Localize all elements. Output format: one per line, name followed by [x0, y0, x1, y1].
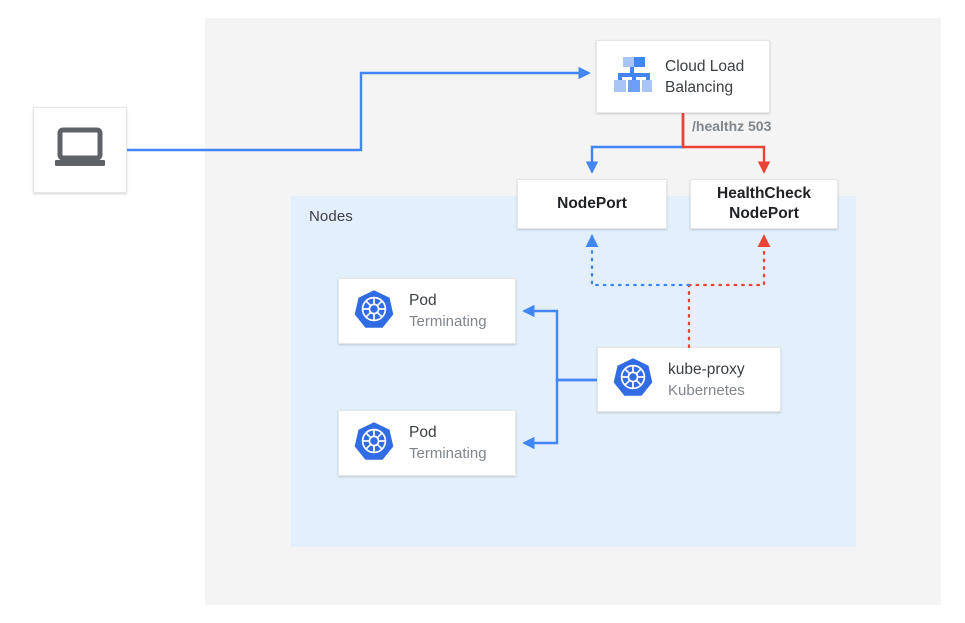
- pod-1-label: Pod Terminating: [409, 290, 487, 332]
- client-node[interactable]: [33, 107, 127, 193]
- pod-node-1[interactable]: Pod Terminating: [338, 278, 516, 344]
- pod-1-status: Terminating: [409, 313, 487, 330]
- pod-2-title: Pod: [409, 424, 437, 441]
- kube-proxy-title: kube-proxy: [668, 360, 745, 378]
- nodeport-label: NodePort: [557, 195, 627, 212]
- kubernetes-icon: [353, 420, 395, 467]
- healthz-status-label: /healthz 503: [692, 118, 772, 134]
- nodeport-node[interactable]: NodePort: [517, 179, 667, 229]
- pod-2-label: Pod Terminating: [409, 422, 487, 464]
- hc-nodeport-line2: NodePort: [729, 205, 799, 222]
- laptop-icon: [52, 126, 108, 175]
- kube-proxy-node[interactable]: kube-proxy Kubernetes: [597, 347, 781, 412]
- hc-nodeport-line1: HealthCheck: [717, 185, 811, 202]
- nodes-panel-label: Nodes: [309, 208, 353, 225]
- kubernetes-icon: [612, 356, 654, 403]
- pod-2-status: Terminating: [409, 445, 487, 462]
- pod-node-2[interactable]: Pod Terminating: [338, 410, 516, 476]
- clb-title-line2: Balancing: [665, 78, 734, 96]
- cloud-load-balancing-node[interactable]: Cloud Load Balancing: [596, 40, 770, 113]
- healthcheck-nodeport-node[interactable]: HealthCheck NodePort: [690, 179, 838, 229]
- healthcheck-nodeport-label: HealthCheck NodePort: [717, 184, 811, 224]
- clb-title-line1: Cloud Load: [665, 57, 745, 75]
- cloud-load-balancing-icon: [609, 54, 653, 99]
- cloud-load-balancing-label: Cloud Load Balancing: [665, 56, 744, 98]
- kube-proxy-subtitle: Kubernetes: [668, 381, 745, 399]
- kubernetes-icon: [353, 288, 395, 335]
- pod-1-title: Pod: [409, 292, 437, 309]
- kube-proxy-label: kube-proxy Kubernetes: [668, 359, 745, 401]
